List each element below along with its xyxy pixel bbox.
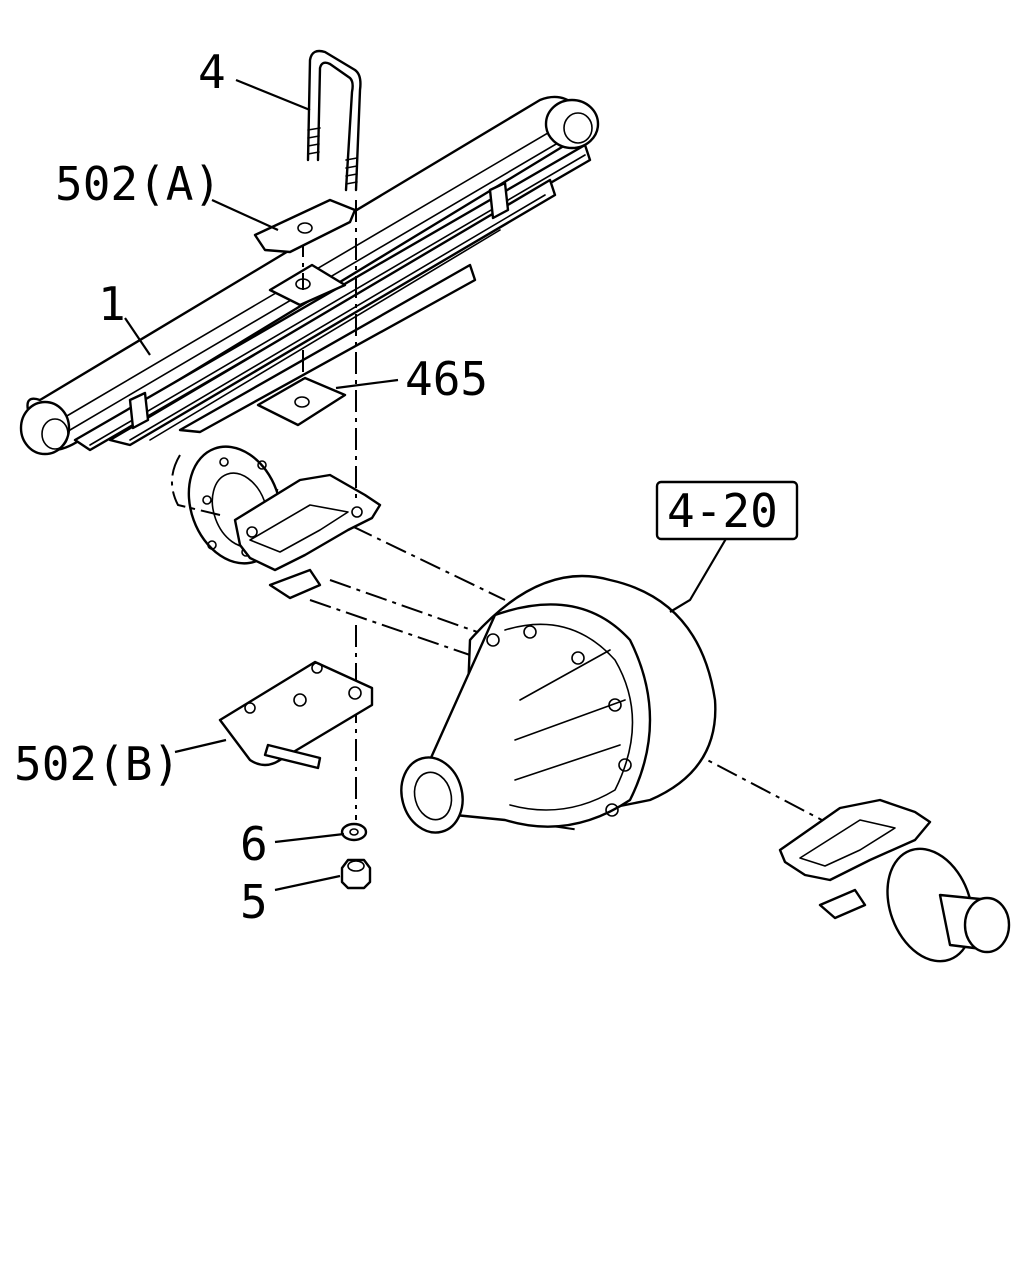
u-bolt (306, 49, 362, 192)
leader-u-bolt (235, 78, 311, 112)
washer (340, 822, 368, 842)
leader-spacer-plate (335, 378, 399, 390)
upper-spring-seat (253, 198, 357, 254)
label-u-bolt: 4 (198, 45, 226, 99)
leader-washer (274, 832, 345, 844)
label-spacer-plate: 465 (405, 352, 488, 406)
label-lower-spring-seat: 502(B) (14, 737, 180, 791)
label-upper-spring-seat: 502(A) (55, 157, 221, 211)
leader-upper-seat (211, 198, 279, 232)
label-leaf-spring: 1 (98, 277, 126, 331)
leader-nut (274, 874, 341, 892)
label-axle-assembly: 4-20 (667, 484, 778, 538)
spacer-plate (256, 376, 347, 427)
callout-leader-axle (669, 536, 728, 613)
callout-box-axle-assembly (655, 480, 799, 541)
label-washer: 6 (240, 817, 268, 871)
nut (340, 858, 372, 890)
leader-leaf-spring (124, 317, 151, 356)
label-nut: 5 (240, 875, 268, 929)
leader-lower-seat (174, 738, 227, 754)
rear-axle-housing (171, 445, 1011, 963)
leaf-spring (19, 95, 600, 456)
lower-spring-seat (218, 660, 374, 770)
